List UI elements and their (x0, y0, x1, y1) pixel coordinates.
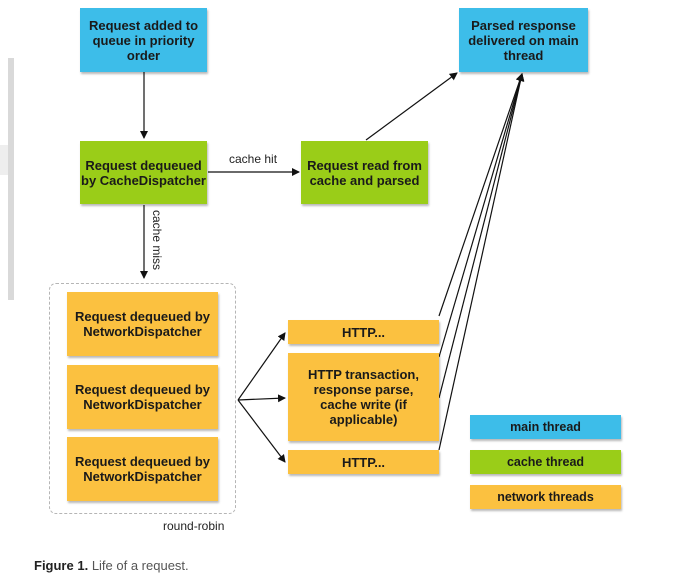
cache-read-node: Request read from cache and parsed (301, 141, 428, 204)
round-robin-group (49, 283, 236, 514)
arrow-http3-to-main (438, 73, 525, 451)
queue-node: Request added to queue in priority order (80, 8, 207, 72)
parsed-response-node: Parsed response delivered on main thread (459, 8, 588, 72)
arrow-http2-b-to-main (438, 73, 525, 399)
figure-caption-text: Life of a request. (91, 558, 189, 573)
figure-caption-label: Figure 1. (34, 558, 89, 573)
network-dispatcher-node-2: Request dequeued by NetworkDispatcher (67, 365, 218, 429)
scrollbar[interactable] (8, 58, 14, 300)
cache-dispatcher-node: Request dequeued by CacheDispatcher (80, 141, 207, 204)
cache-hit-label: cache hit (229, 152, 278, 166)
http-transaction-node: HTTP transaction, response parse, cache … (288, 353, 439, 441)
legend-main-thread: main thread (470, 415, 621, 439)
arrow-cache-read-to-main (365, 72, 458, 141)
http-node-3: HTTP... (288, 450, 439, 474)
legend-cache-thread: cache thread (470, 450, 621, 474)
arrow-http1-to-main (438, 73, 524, 317)
round-robin-label: round-robin (163, 519, 225, 533)
network-dispatcher-node-1: Request dequeued by NetworkDispatcher (67, 292, 218, 356)
arrow-dispatch-to-http3 (237, 399, 286, 463)
arrow-dispatch-to-http2 (237, 394, 286, 403)
cache-miss-label: cache miss (150, 210, 164, 271)
network-dispatcher-node-3: Request dequeued by NetworkDispatcher (67, 437, 218, 501)
legend-network-threads: network threads (470, 485, 621, 509)
figure-caption: Figure 1. Life of a request. (34, 558, 189, 573)
arrow-http2-a-to-main (438, 73, 524, 358)
arrow-dispatch-to-http1 (237, 332, 286, 401)
http-node-1: HTTP... (288, 320, 439, 344)
